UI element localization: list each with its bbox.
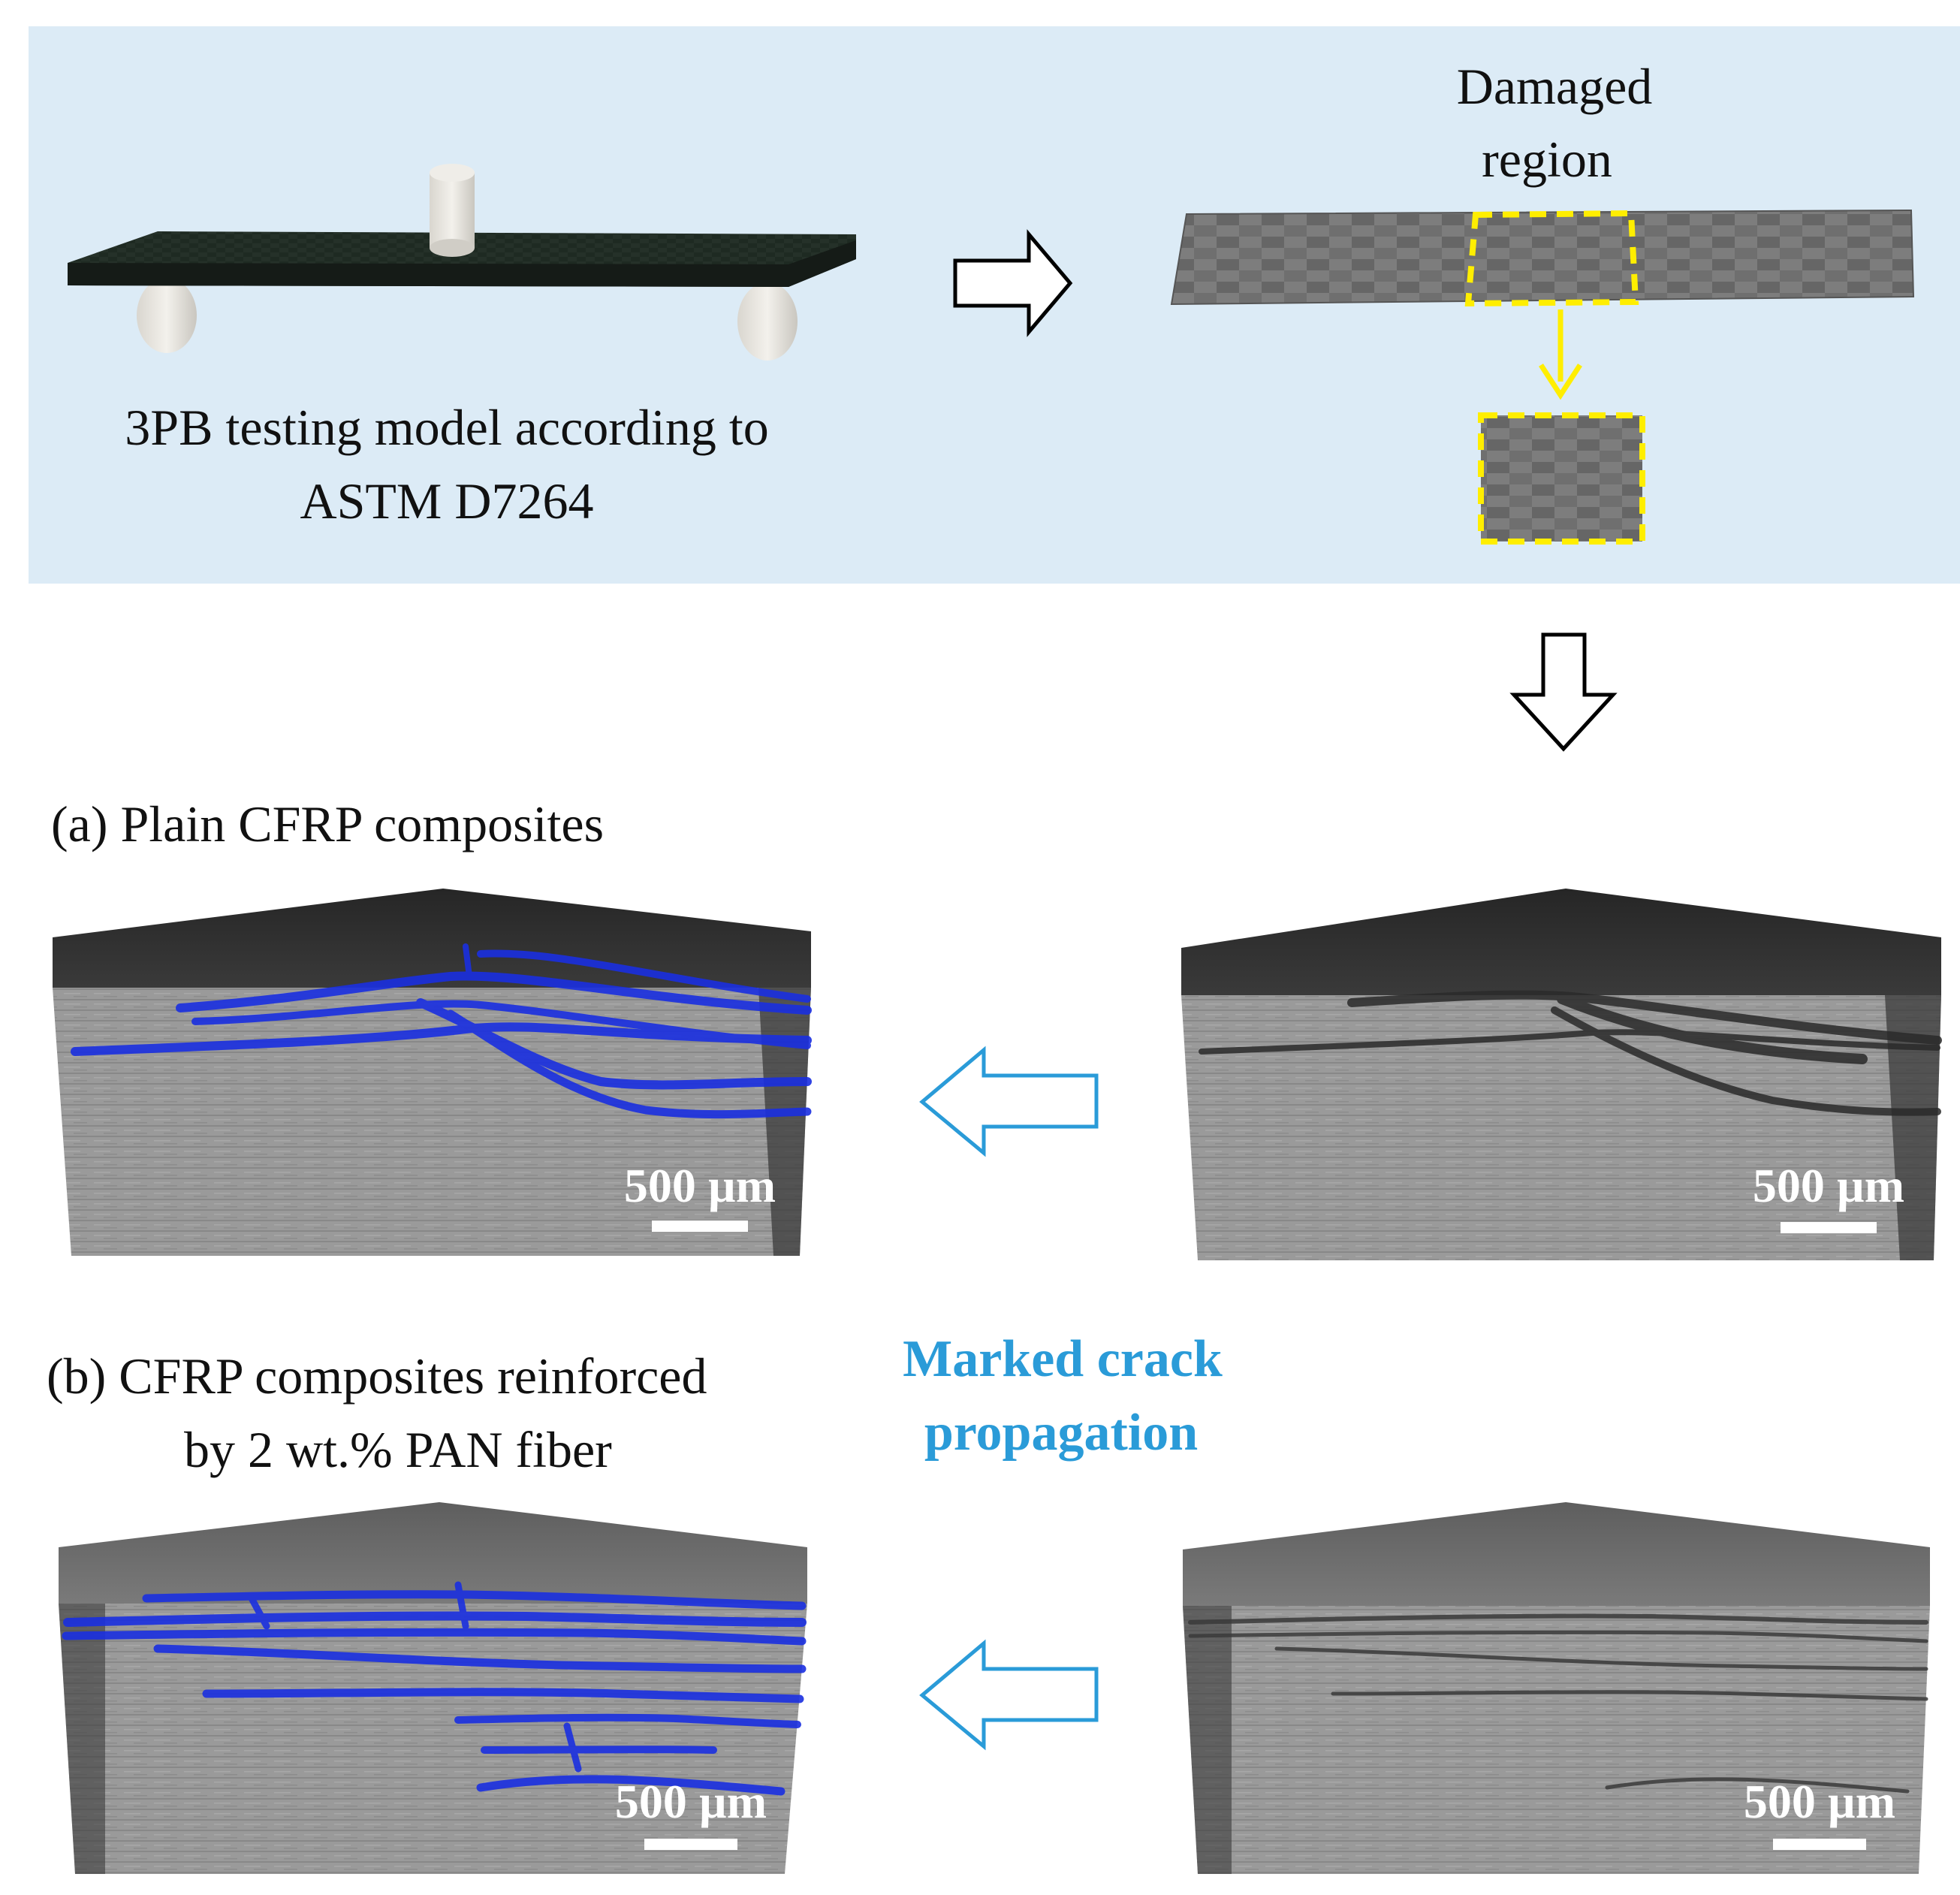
panel-a-crack-overlay: [71, 943, 812, 1119]
panel-b-left-scalebar-label: 500 µm: [615, 1775, 767, 1828]
three-point-bending-model: [68, 164, 856, 361]
panel-b-left-scalebar: [644, 1839, 737, 1850]
panel-a-right-scalebar-label: 500 µm: [1753, 1159, 1904, 1212]
panel-b-title-line2: by 2 wt.% PAN fiber: [184, 1421, 612, 1478]
beam-label-line1: 3PB testing model according to: [125, 399, 768, 456]
damaged-label-line2: region: [1482, 131, 1612, 188]
panel-b-right-scalebar-label: 500 µm: [1744, 1775, 1895, 1828]
damaged-specimen-photo: [1170, 209, 1915, 306]
left-arrow-icon-b: [919, 1639, 1099, 1751]
panel-b-ct-marked: [59, 1502, 807, 1874]
panel-b-title-line1: (b) CFRP composites reinforced: [47, 1347, 707, 1405]
panel-b-crack-overlay: [62, 1581, 807, 1796]
beam-label-line2: ASTM D7264: [300, 472, 593, 530]
panel-a-left-scalebar: [652, 1221, 748, 1232]
panel-a-left-scalebar-label: 500 µm: [624, 1159, 776, 1212]
panel-a-ct-marked: [53, 889, 812, 1256]
left-arrow-icon-a: [919, 1046, 1099, 1157]
panel-b-right-scalebar: [1773, 1839, 1866, 1850]
down-arrow-icon: [1509, 632, 1618, 752]
panel-b-ct-raw: [1183, 1502, 1930, 1874]
right-arrow-icon: [953, 229, 1073, 337]
panel-a-right-scalebar: [1781, 1222, 1877, 1233]
panel-a-ct-raw: [1181, 889, 1942, 1260]
damaged-region-box: [1464, 210, 1639, 307]
zoomed-damage-box: [1478, 412, 1645, 545]
zoom-arrow-head-icon: [1539, 364, 1582, 400]
marked-crack-label-line2: propagation: [924, 1404, 1198, 1462]
damaged-label-line1: Damaged: [1457, 58, 1653, 115]
marked-crack-label-line1: Marked crack: [903, 1330, 1223, 1388]
zoomed-damage-photo: [1481, 415, 1642, 542]
panel-a-title: (a) Plain CFRP composites: [51, 795, 604, 852]
